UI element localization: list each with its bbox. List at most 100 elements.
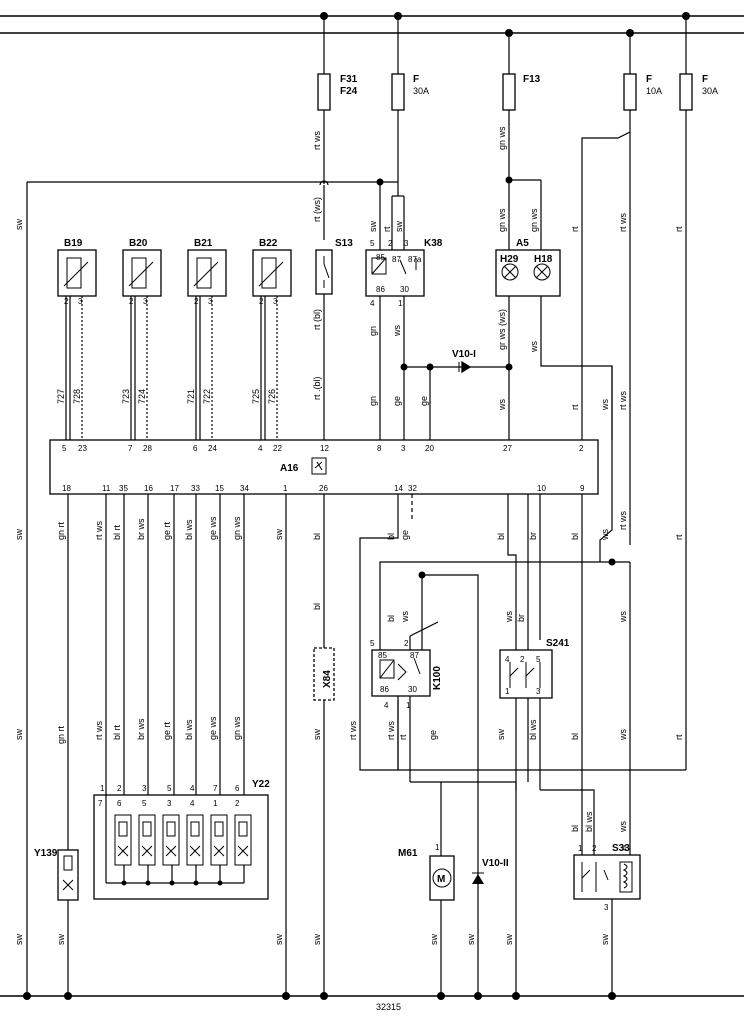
svg-text:ge rt: ge rt: [162, 721, 172, 740]
svg-text:B20: B20: [129, 238, 148, 249]
svg-text:sw: sw: [14, 934, 24, 946]
svg-text:85: 85: [378, 651, 387, 660]
svg-text:1: 1: [406, 701, 411, 710]
svg-text:bl: bl: [386, 533, 396, 540]
svg-text:br: br: [516, 614, 526, 622]
svg-text:3: 3: [401, 444, 406, 453]
svg-text:1: 1: [398, 299, 403, 308]
svg-text:18: 18: [62, 484, 71, 493]
svg-text:S33: S33: [612, 843, 630, 854]
svg-text:M61: M61: [398, 848, 418, 859]
svg-text:5: 5: [167, 784, 172, 793]
svg-text:V10-II: V10-II: [482, 858, 509, 869]
svg-text:35: 35: [119, 484, 128, 493]
svg-text:5: 5: [142, 799, 147, 808]
svg-text:sw: sw: [14, 529, 24, 541]
svg-text:ws: ws: [618, 821, 628, 833]
svg-text:3: 3: [78, 297, 83, 306]
svg-text:gn ws: gn ws: [232, 516, 242, 540]
svg-text:sw: sw: [274, 934, 284, 946]
svg-text:86: 86: [376, 285, 385, 294]
diode-v10-ii: V10-II sw sw: [466, 858, 514, 945]
svg-text:ge: ge: [428, 730, 438, 740]
svg-text:85: 85: [376, 253, 385, 262]
svg-text:bl: bl: [496, 533, 506, 540]
svg-text:sw: sw: [600, 934, 610, 946]
svg-text:bl rt: bl rt: [112, 524, 122, 540]
svg-text:3: 3: [208, 297, 213, 306]
svg-text:ws: ws: [497, 399, 507, 411]
svg-text:sw: sw: [394, 221, 404, 233]
svg-text:ws: ws: [529, 341, 539, 353]
svg-text:20: 20: [425, 444, 434, 453]
svg-text:1: 1: [283, 484, 288, 493]
svg-text:sw: sw: [14, 219, 24, 231]
svg-text:6: 6: [117, 799, 122, 808]
svg-text:2: 2: [117, 784, 122, 793]
svg-text:8: 8: [377, 444, 382, 453]
svg-text:gn ws: gn ws: [497, 208, 507, 232]
svg-text:7: 7: [213, 784, 218, 793]
lamp-unit-a5: A5 H29 H18 gn ws gn ws gn ws gr ws (ws) …: [495, 110, 613, 440]
svg-text:ws: ws: [618, 729, 628, 741]
svg-text:F13: F13: [523, 74, 541, 85]
svg-text:A16: A16: [280, 463, 299, 474]
switch-s33: S33 1 2 4 3 bl bl ws ws sw: [398, 366, 686, 996]
svg-text:bl: bl: [386, 615, 396, 622]
svg-text:M: M: [437, 874, 445, 885]
svg-text:bl: bl: [570, 733, 580, 740]
svg-text:22: 22: [273, 444, 282, 453]
svg-text:1: 1: [505, 687, 510, 696]
svg-text:B22: B22: [259, 238, 278, 249]
svg-text:gr ws (ws): gr ws (ws): [497, 309, 507, 350]
svg-text:727: 727: [56, 389, 66, 404]
svg-text:11: 11: [102, 484, 111, 493]
svg-text:4: 4: [190, 784, 195, 793]
svg-text:30A: 30A: [702, 86, 718, 96]
svg-text:rt: rt: [674, 534, 684, 540]
svg-text:ge: ge: [392, 396, 402, 406]
svg-text:X84: X84: [322, 670, 333, 688]
svg-text:sw: sw: [368, 221, 378, 233]
svg-text:ge rt: ge rt: [162, 521, 172, 540]
svg-text:721: 721: [186, 389, 196, 404]
svg-text:5: 5: [370, 639, 375, 648]
svg-text:gn: gn: [368, 326, 378, 336]
switch-s241: S241 4 2 5 1 3 bl br br ws sw bl ws bl b…: [496, 494, 628, 855]
svg-text:30: 30: [408, 685, 417, 694]
svg-text:bl ws: bl ws: [184, 519, 194, 540]
svg-text:3: 3: [142, 784, 147, 793]
svg-text:2: 2: [579, 444, 584, 453]
svg-text:4: 4: [622, 844, 627, 853]
fuses: F31 F24 F 30A F13 F 10A F 30A: [317, 16, 718, 111]
svg-text:sw: sw: [312, 729, 322, 741]
sensor-wires: 727 728 723 724 721 722 725 726: [56, 296, 278, 440]
relay-k38: K38 5 2 3 4 1 85 86 87 87a 30 sw rt sw g…: [365, 110, 443, 440]
svg-text:bl rt: bl rt: [112, 724, 122, 740]
motor-m61: M M61 1 sw: [398, 782, 455, 996]
svg-text:gn rt: gn rt: [56, 521, 66, 540]
svg-text:12: 12: [320, 444, 329, 453]
svg-text:5: 5: [370, 239, 375, 248]
svg-text:30: 30: [400, 285, 409, 294]
svg-text:1: 1: [578, 844, 583, 853]
svg-text:726: 726: [267, 389, 277, 404]
svg-text:3: 3: [604, 903, 609, 912]
svg-text:bl ws: bl ws: [584, 811, 594, 832]
svg-text:5: 5: [536, 655, 541, 664]
svg-text:15: 15: [215, 484, 224, 493]
svg-text:32: 32: [408, 484, 417, 493]
switch-s13: S13 rt ws rt (ws) rt (bl) rt .(bl): [312, 131, 353, 440]
svg-text:4: 4: [384, 701, 389, 710]
svg-text:rt: rt: [382, 226, 392, 232]
svg-text:rt: rt: [674, 734, 684, 740]
svg-text:30A: 30A: [413, 86, 429, 96]
svg-text:4: 4: [370, 299, 375, 308]
svg-text:4: 4: [190, 799, 195, 808]
svg-text:Y22: Y22: [252, 779, 270, 790]
svg-text:F: F: [702, 74, 708, 85]
svg-text:gn ws: gn ws: [529, 208, 539, 232]
